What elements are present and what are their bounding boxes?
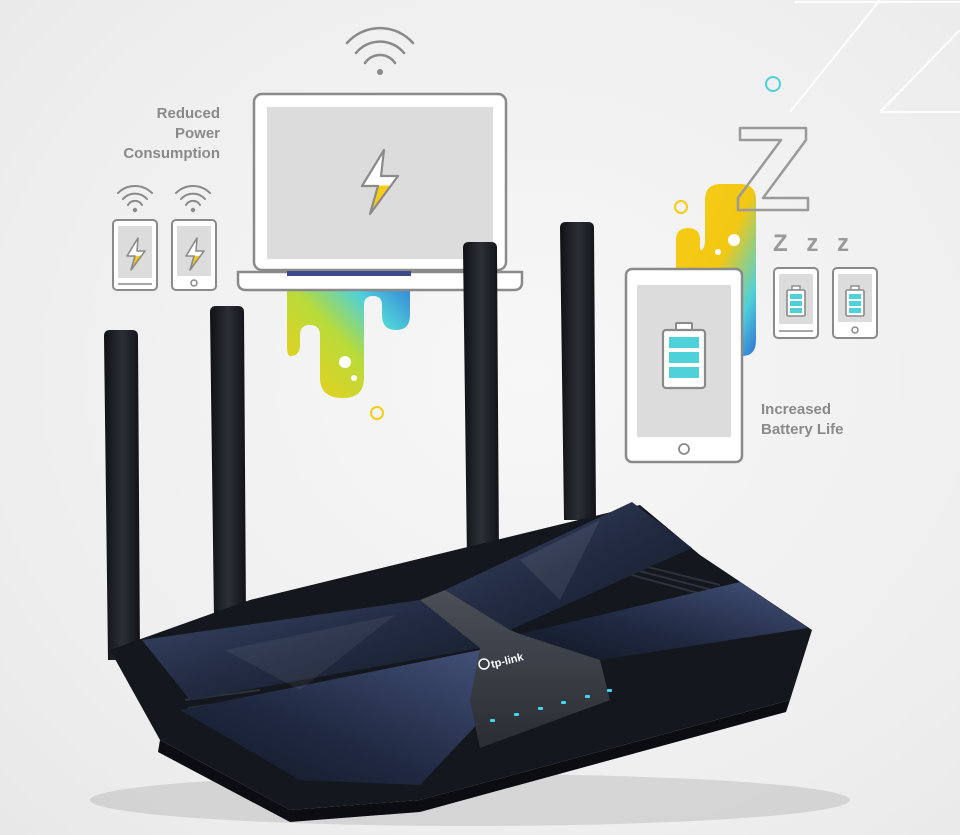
phone-icon [112,184,158,291]
status-led [514,713,519,716]
phone-icon [171,184,217,291]
lightning-icon [360,148,400,216]
status-led [561,701,566,704]
battery-icon [661,322,707,390]
sleep-zzz-text: Z z z [773,230,855,257]
status-led [585,695,590,698]
energy-drip-left [287,270,410,420]
sleep-z-icon [736,126,810,212]
corner-deco-lines [789,0,960,113]
status-leds [490,689,612,722]
phone-icon [832,267,878,339]
status-led [490,719,495,722]
wifi-icon [345,26,415,75]
status-led [538,707,543,710]
router-antennas [104,222,596,660]
reduced-power-caption: Reduced Power Consumption [123,105,220,162]
status-led [607,689,612,692]
router: tp-link [90,222,850,826]
phone-icon [773,267,819,339]
increased-battery-caption: Increased Battery Life [761,401,844,438]
